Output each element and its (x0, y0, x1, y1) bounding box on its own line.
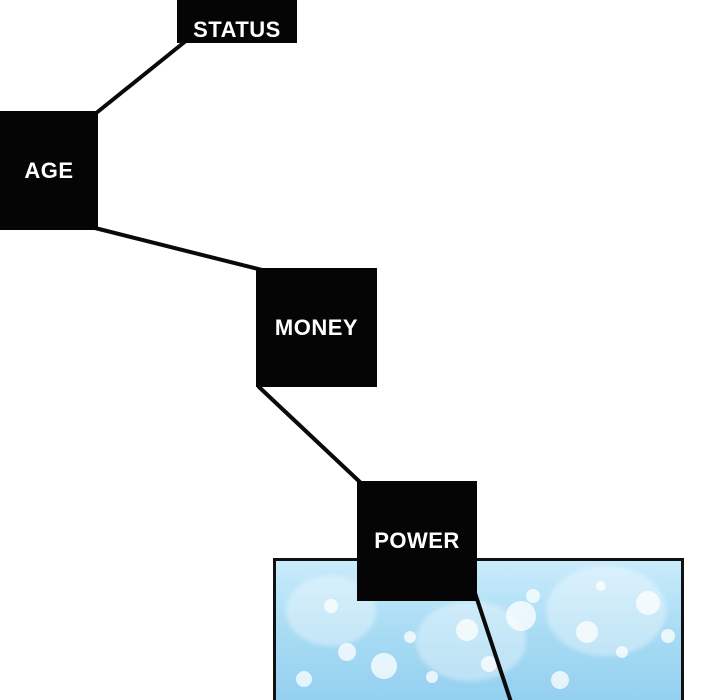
power-label: POWER (374, 528, 460, 553)
status-box: STATUS (177, 0, 297, 43)
money-label: MONEY (274, 314, 359, 340)
connector-status-age (93, 38, 189, 116)
power-box: POWER (357, 481, 477, 601)
connector-money-power (257, 385, 364, 486)
age-box: AGE (0, 111, 98, 230)
connector-age-money (93, 226, 264, 272)
sky-panel (273, 558, 684, 700)
age-label: AGE (24, 157, 74, 183)
status-label: STATUS (193, 16, 281, 42)
money-box: MONEY (256, 268, 377, 387)
